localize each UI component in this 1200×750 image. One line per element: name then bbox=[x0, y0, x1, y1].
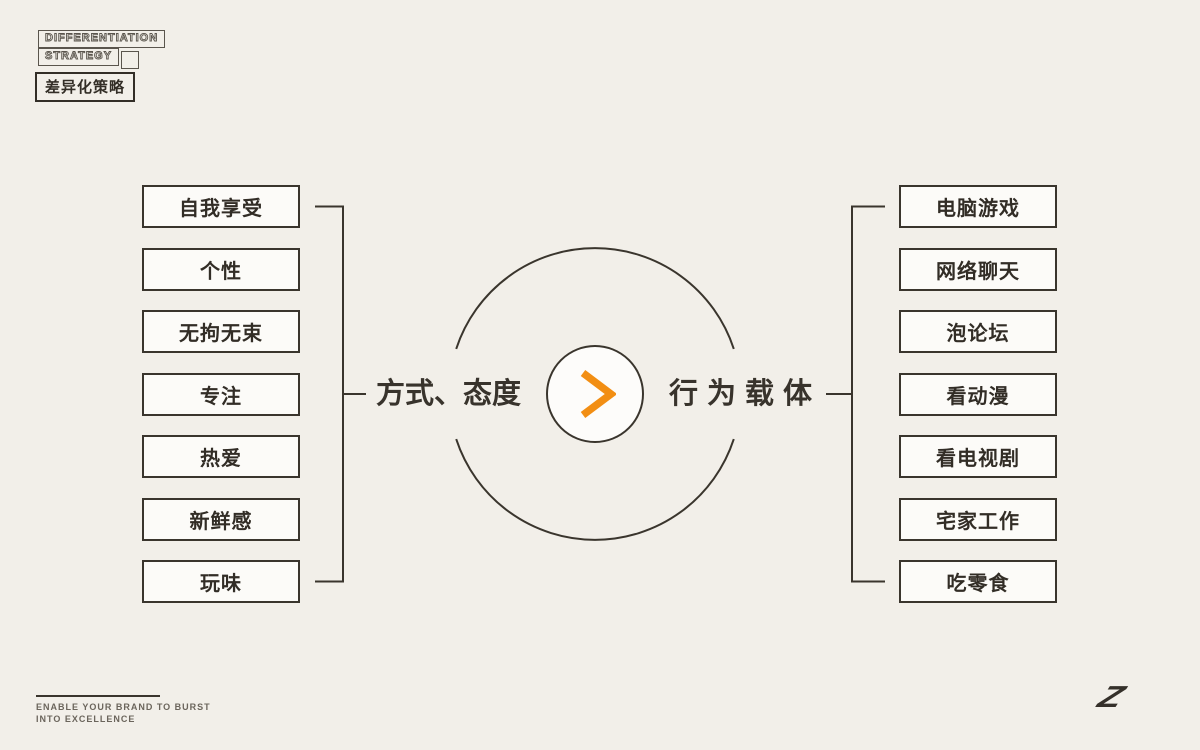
greater-than-icon bbox=[580, 370, 616, 418]
list-item: 个性 bbox=[142, 247, 300, 291]
list-item: 看电视剧 bbox=[899, 435, 1057, 478]
behavior-card-list: 电脑游戏 网络聊天 泡论坛 看动漫 看电视剧 宅家工作 吃零食 bbox=[899, 185, 1057, 603]
title-line1: DIFFERENTIATION bbox=[38, 30, 166, 48]
footer-rule bbox=[36, 695, 160, 697]
list-item: 电脑游戏 bbox=[899, 185, 1057, 228]
list-item: 热爱 bbox=[142, 435, 300, 478]
list-item: 自我享受 bbox=[142, 185, 300, 228]
list-item: 新鲜感 bbox=[142, 497, 300, 541]
footer-tagline: ENABLE YOUR BRAND TO BURST INTO EXCELLEN… bbox=[36, 701, 211, 725]
list-item: 玩味 bbox=[142, 560, 300, 603]
list-item: 宅家工作 bbox=[899, 497, 1057, 541]
list-item: 网络聊天 bbox=[899, 247, 1057, 291]
title-decoration-box bbox=[121, 51, 140, 69]
attitude-card-list: 自我享受 个性 无拘无束 专注 热爱 新鲜感 玩味 bbox=[142, 185, 300, 603]
hub-circle bbox=[546, 345, 644, 443]
list-item: 看动漫 bbox=[899, 372, 1057, 416]
title-block: DIFFERENTIATION STRATEGY 差异化策略 bbox=[35, 30, 166, 102]
tagline-line1: ENABLE YOUR BRAND TO BURST bbox=[36, 702, 211, 712]
left-group-label: 方式、态度 bbox=[376, 378, 522, 410]
list-item: 无拘无束 bbox=[142, 310, 300, 353]
title-line2: STRATEGY bbox=[38, 48, 120, 66]
list-item: 泡论坛 bbox=[899, 310, 1057, 353]
subtitle-chinese: 差异化策略 bbox=[35, 72, 136, 102]
list-item: 专注 bbox=[142, 372, 300, 416]
right-group-label: 行为载体 bbox=[669, 378, 822, 410]
list-item: 吃零食 bbox=[899, 560, 1057, 603]
tagline-line2: INTO EXCELLENCE bbox=[36, 714, 136, 724]
